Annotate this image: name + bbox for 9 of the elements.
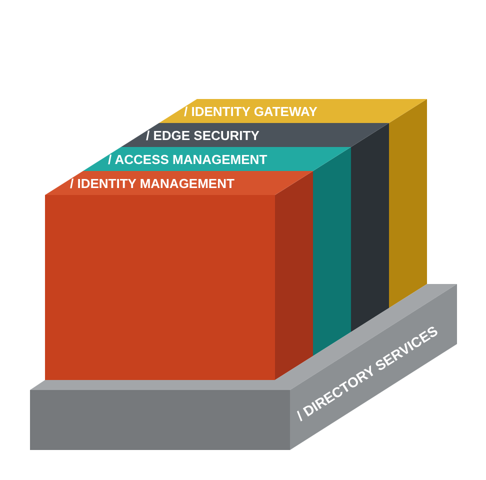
layer-label: / IDENTITY MANAGEMENT [70,176,234,190]
layer-label: / IDENTITY GATEWAY [184,104,318,118]
layer-top-face [83,147,351,171]
layer-top-face [159,99,427,123]
platform-side-face [290,284,457,450]
layer-label: / ACCESS MANAGEMENT [108,152,268,166]
layer-top-face [45,171,313,195]
layer-top-face [121,123,389,147]
layer-label: / EDGE SECURITY [146,128,260,142]
